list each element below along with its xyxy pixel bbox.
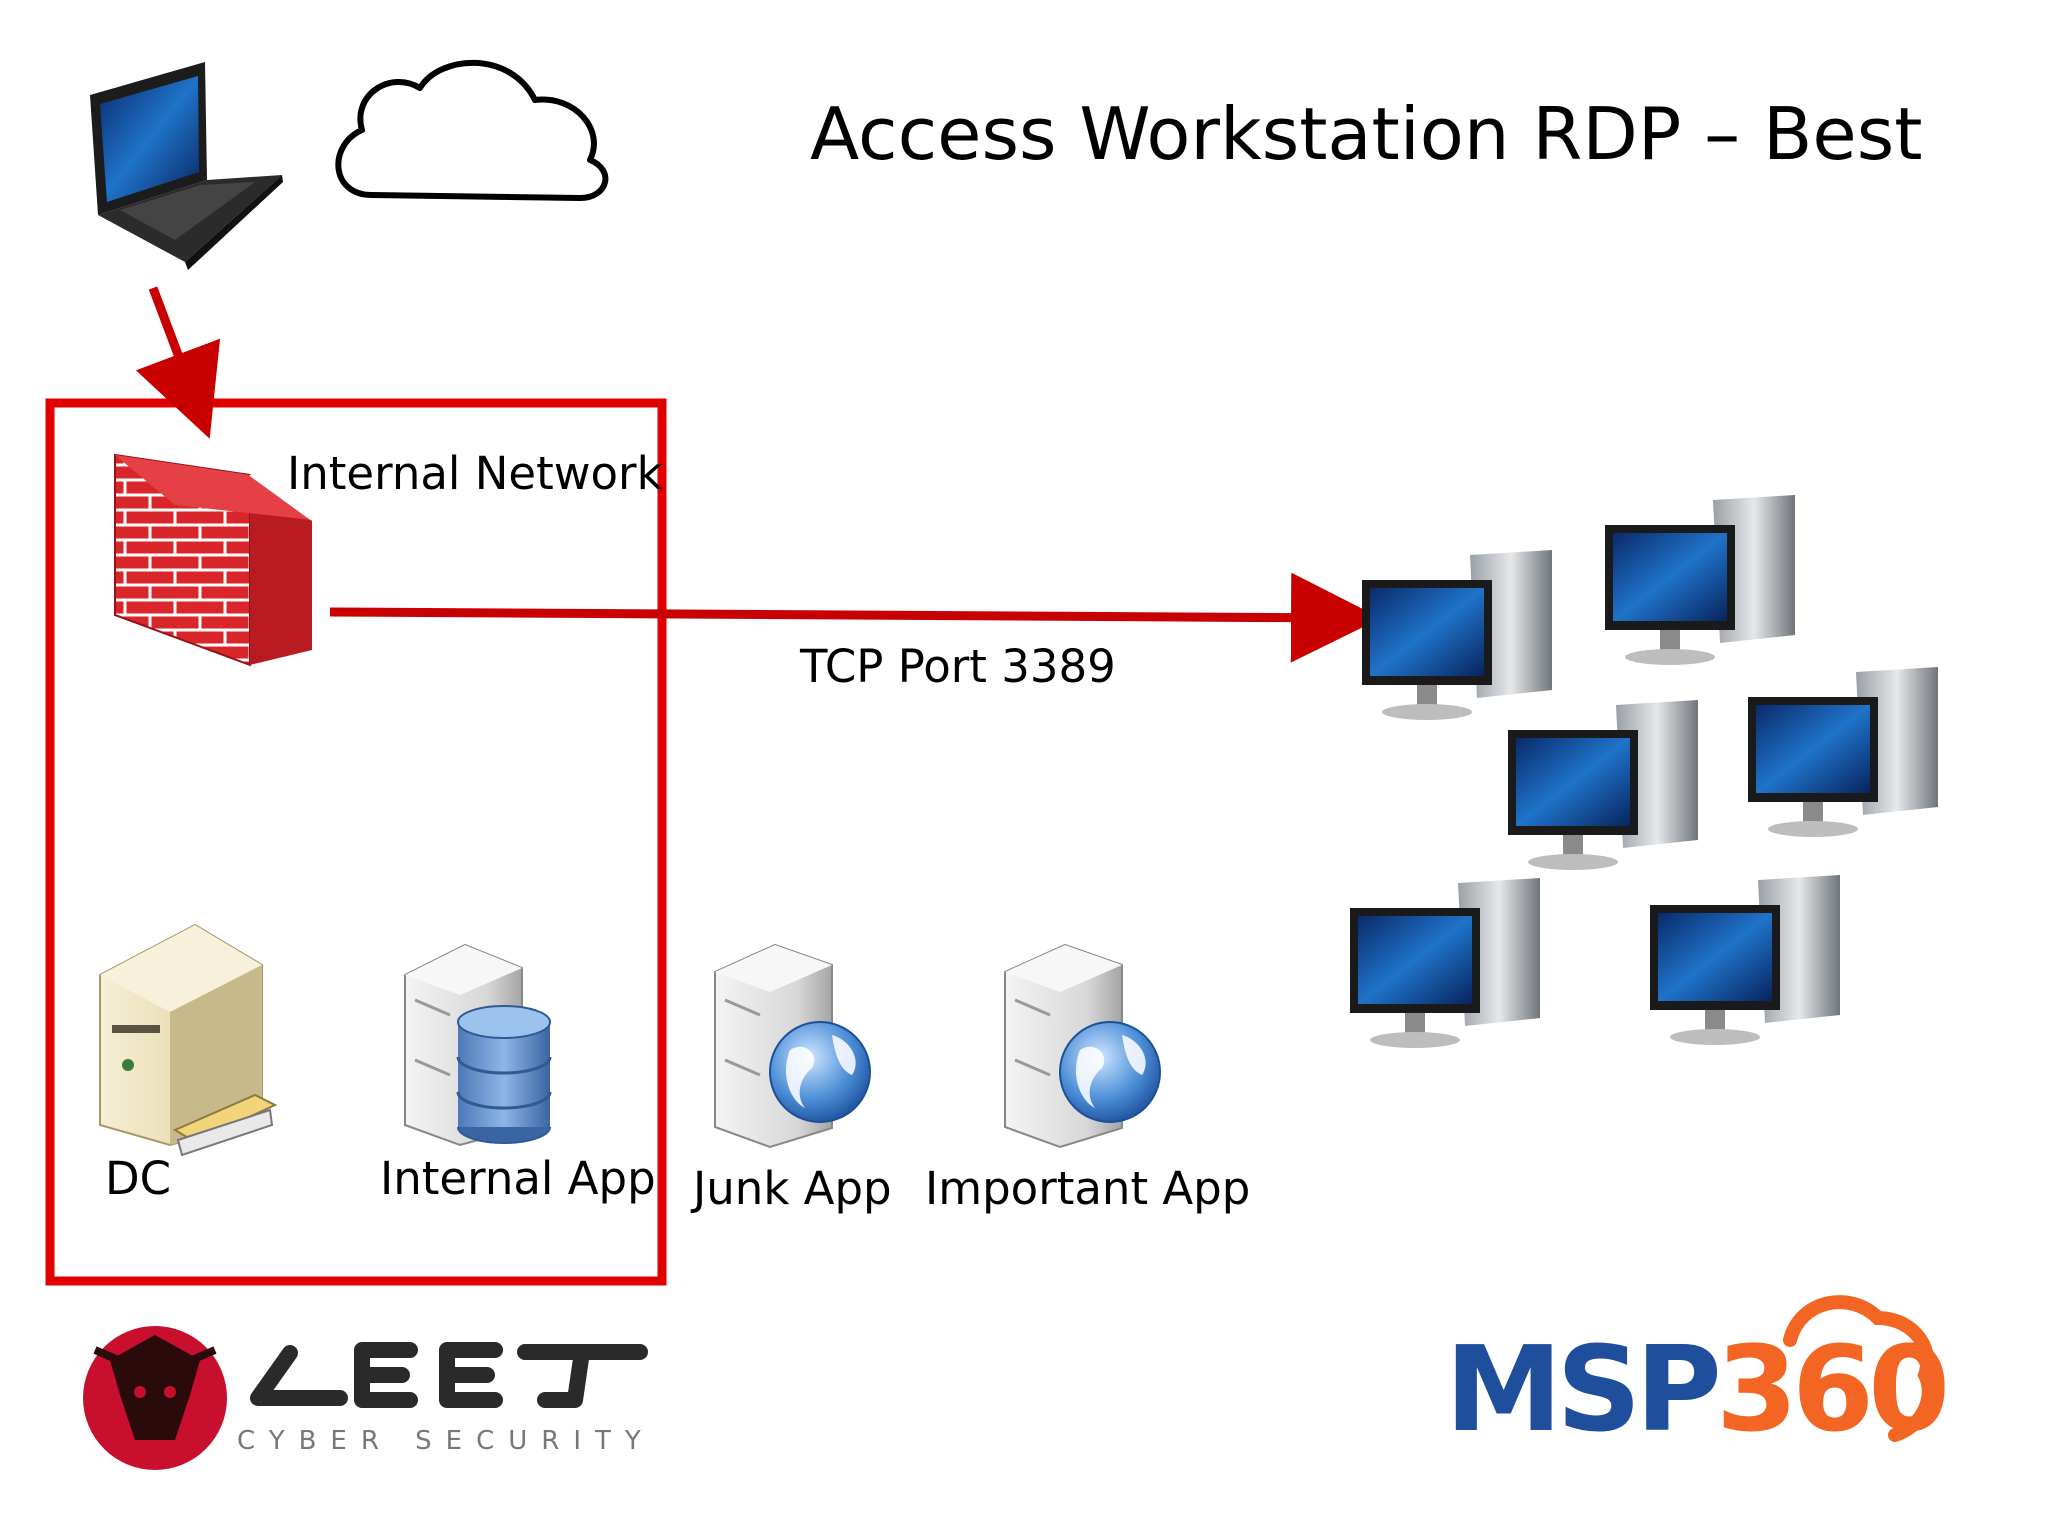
msp360-logo-msp: MSP [1445, 1320, 1722, 1458]
internal-network-label: Internal Network [287, 447, 663, 500]
rdp-connection-arrow [329, 572, 1381, 663]
msp360-logo-360: 360 [1715, 1320, 1950, 1458]
database-server-icon [404, 943, 552, 1147]
internal-app-label: Internal App [380, 1152, 656, 1205]
domain-controller-icon [99, 923, 278, 1157]
leet-logo-subtitle: CYBER SECURITY [237, 1426, 655, 1456]
desktop-computer-icon [1508, 700, 1698, 870]
firewall-icon [114, 453, 313, 667]
laptop-icon [90, 62, 283, 270]
desktop-computer-icon [1362, 550, 1552, 720]
desktop-computer-icon [1650, 875, 1840, 1045]
important-app-label: Important App [925, 1162, 1251, 1215]
leet-logo-wordmark [250, 1342, 648, 1408]
page-title: Access Workstation RDP – Best [810, 92, 1923, 176]
laptop-to-firewall-arrow [135, 286, 221, 439]
desktop-computer-icon [1350, 878, 1540, 1048]
internal-network-boundary [45, 398, 667, 1286]
dc-label: DC [105, 1152, 172, 1205]
msp360-logo: MSP360 [1445, 1330, 1950, 1448]
web-server-icon [714, 943, 871, 1149]
desktop-computer-icon [1748, 667, 1938, 837]
connection-label: TCP Port 3389 [800, 640, 1116, 693]
junk-app-label: Junk App [693, 1162, 892, 1215]
leet-logo-emblem [83, 1326, 227, 1470]
msp360-cloud-swoosh [1783, 1295, 1936, 1442]
cloud-icon [335, 59, 609, 201]
workstation-group [1350, 495, 1938, 1048]
web-server-icon [1004, 943, 1161, 1149]
desktop-computer-icon [1605, 495, 1795, 665]
